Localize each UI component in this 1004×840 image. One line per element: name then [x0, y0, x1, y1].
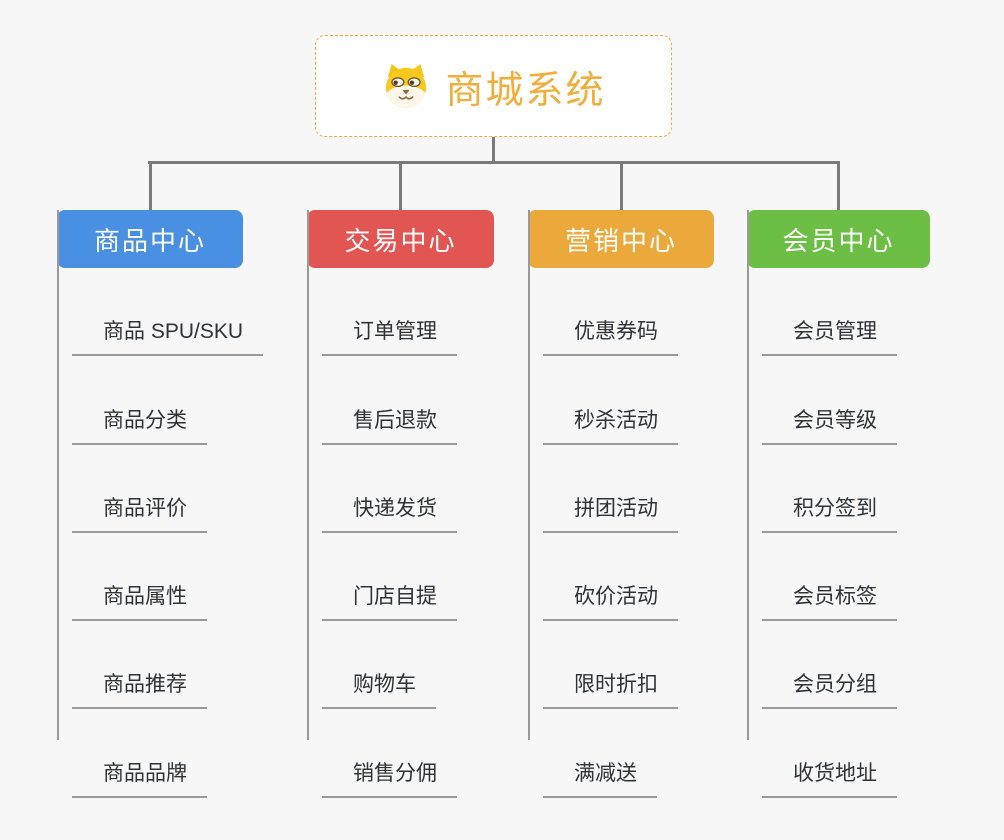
dog-icon [386, 63, 427, 109]
branch-label: 会员中心 [782, 225, 895, 256]
child-slot: 商品推荐 [72, 621, 263, 710]
child-slot: 商品分类 [72, 356, 263, 445]
child-node[interactable]: 满减送 [543, 757, 657, 798]
branch-label: 商品中心 [93, 225, 206, 256]
branch-label: 交易中心 [344, 225, 457, 256]
child-node[interactable]: 会员分组 [762, 668, 897, 710]
child-slot: 收货地址 [762, 709, 897, 798]
connector-drop [836, 161, 840, 210]
child-slot: 拼团活动 [543, 445, 678, 533]
branch-node[interactable]: 营销中心 [528, 210, 714, 268]
child-node[interactable]: 商品推荐 [72, 668, 207, 710]
branch-node[interactable]: 会员中心 [747, 210, 930, 268]
child-slot: 优惠券码 [543, 268, 678, 357]
child-node[interactable]: 商品属性 [72, 580, 207, 622]
child-slot: 会员分组 [762, 621, 897, 710]
connector-root-stub [492, 137, 495, 163]
child-slot: 购物车 [322, 621, 457, 710]
branch-spine-line [747, 210, 749, 740]
root-title: 商城系统 [445, 69, 606, 112]
child-slot: 商品属性 [72, 533, 263, 622]
child-node[interactable]: 商品 SPU/SKU [72, 315, 264, 357]
child-slot: 销售分佣 [322, 709, 457, 798]
child-slot: 商品评价 [72, 445, 263, 533]
branch-label: 营销中心 [564, 225, 677, 256]
branch-node[interactable]: 交易中心 [307, 210, 494, 268]
child-node[interactable]: 秒杀活动 [543, 404, 678, 445]
child-node[interactable]: 售后退款 [322, 404, 457, 445]
child-node[interactable]: 商品评价 [72, 492, 207, 533]
child-slot: 限时折扣 [543, 621, 678, 710]
child-slot: 秒杀活动 [543, 356, 678, 445]
child-slot: 售后退款 [322, 356, 457, 445]
child-node[interactable]: 门店自提 [322, 580, 457, 622]
child-node[interactable]: 收货地址 [762, 757, 897, 798]
branch-spine-line [57, 210, 59, 740]
branch-node[interactable]: 商品中心 [57, 210, 243, 268]
child-slot: 会员管理 [762, 268, 897, 357]
child-node[interactable]: 砍价活动 [543, 580, 678, 622]
child-slot: 商品品牌 [72, 709, 263, 798]
child-node[interactable]: 商品品牌 [72, 757, 207, 798]
child-node[interactable]: 优惠券码 [543, 315, 678, 357]
branch-spine-line [307, 210, 309, 740]
child-node[interactable]: 会员等级 [762, 404, 897, 445]
connector-drop [398, 161, 402, 210]
branch-children: 商品 SPU/SKU 商品分类商品评价商品属性商品推荐商品品牌 [72, 268, 264, 798]
child-slot: 满减送 [543, 709, 678, 798]
child-slot: 会员等级 [762, 356, 897, 445]
child-slot: 会员标签 [762, 533, 897, 622]
child-node[interactable]: 限时折扣 [543, 668, 678, 710]
child-slot: 订单管理 [322, 268, 457, 357]
child-node[interactable]: 拼团活动 [543, 492, 678, 533]
branch-spine-line [528, 210, 530, 740]
branch: 营销中心 优惠券码秒杀活动拼团活动砍价活动限时折扣满减送 [528, 210, 714, 798]
branch: 会员中心 会员管理会员等级积分签到会员标签会员分组收货地址 [747, 210, 930, 798]
branch-children: 优惠券码秒杀活动拼团活动砍价活动限时折扣满减送 [543, 268, 678, 798]
root-node[interactable]: 商城系统 [315, 35, 672, 137]
child-node[interactable]: 购物车 [322, 668, 436, 710]
child-slot: 商品 SPU/SKU [72, 268, 264, 357]
child-node[interactable]: 快递发货 [322, 492, 457, 533]
connector-drop [148, 161, 152, 210]
child-node[interactable]: 订单管理 [322, 315, 457, 357]
connector-horizontal-bar [148, 161, 840, 164]
connector-drop [619, 161, 623, 210]
child-node[interactable]: 会员管理 [762, 315, 897, 357]
child-slot: 快递发货 [322, 445, 457, 533]
child-node[interactable]: 会员标签 [762, 580, 897, 622]
branch-children: 会员管理会员等级积分签到会员标签会员分组收货地址 [762, 268, 897, 798]
child-node[interactable]: 销售分佣 [322, 757, 457, 798]
child-slot: 砍价活动 [543, 533, 678, 622]
child-node[interactable]: 积分签到 [762, 492, 897, 533]
branch: 商品中心 商品 SPU/SKU 商品分类商品评价商品属性商品推荐商品品牌 [57, 210, 264, 798]
child-node[interactable]: 商品分类 [72, 404, 207, 445]
branch: 交易中心 订单管理售后退款快递发货门店自提购物车销售分佣 [307, 210, 494, 798]
child-slot: 积分签到 [762, 445, 897, 533]
child-slot: 门店自提 [322, 533, 457, 622]
branch-children: 订单管理售后退款快递发货门店自提购物车销售分佣 [322, 268, 457, 798]
